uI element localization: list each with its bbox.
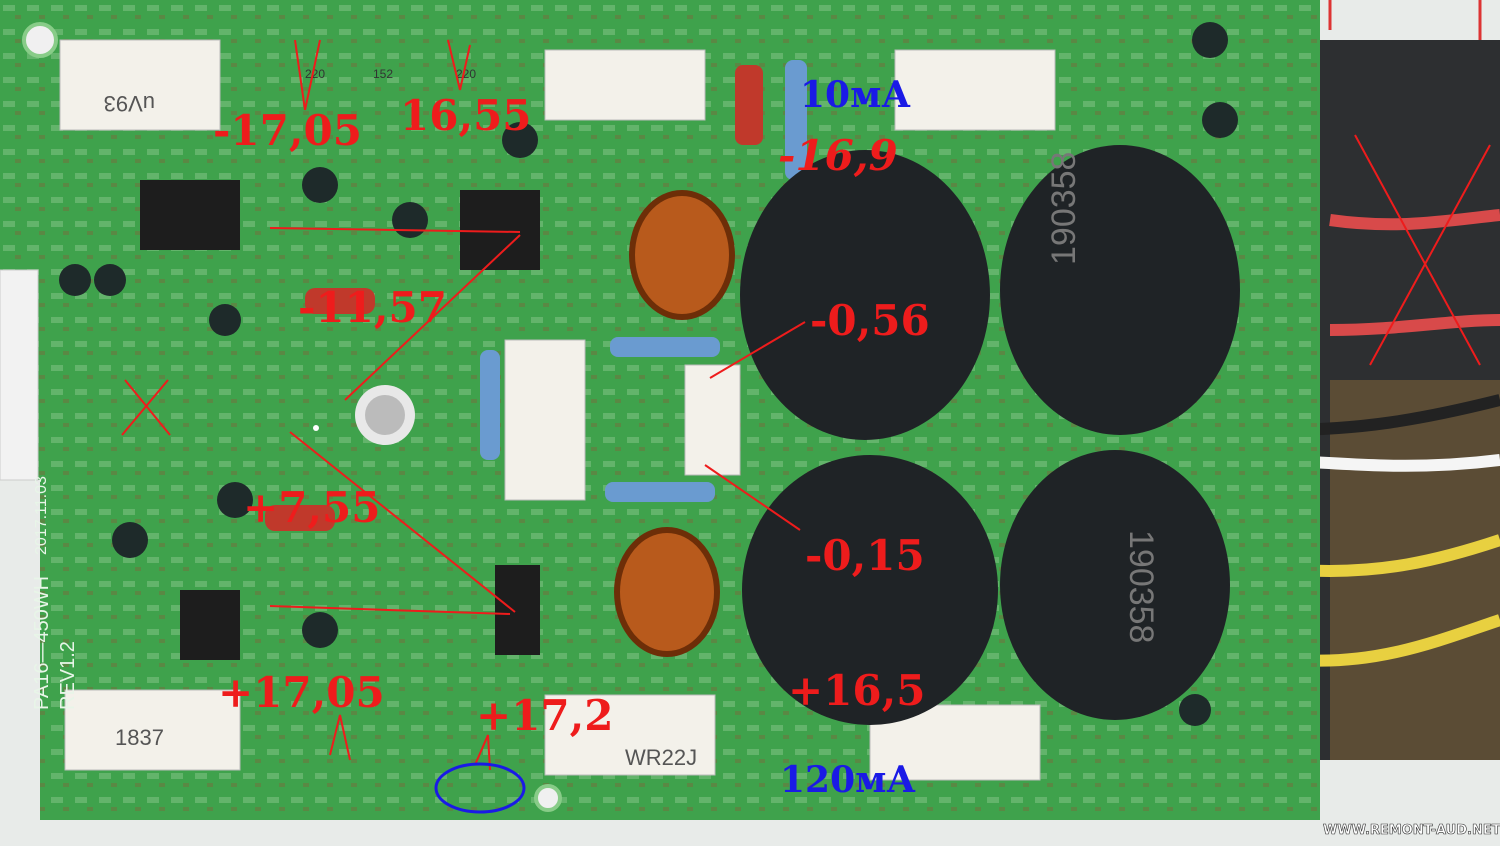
voltage-label: +17,2: [476, 691, 613, 740]
resistor-marking: WR22J: [625, 745, 697, 770]
filter-capacitors: 190358 190358: [740, 145, 1240, 725]
capacitor-marking: 190358: [1045, 152, 1083, 265]
highlight-ellipse: [434, 762, 526, 814]
transistor: [180, 590, 240, 660]
transistor: [140, 180, 240, 250]
voltage-label: -0,15: [805, 531, 925, 580]
film-resistors: [480, 60, 807, 502]
silkscreen-model: PA16—450WH: [31, 576, 53, 710]
film-capacitor: [735, 65, 763, 145]
current-label: 120мА: [780, 759, 916, 801]
capacitor-marking: 190358: [1122, 530, 1160, 643]
inductors: [614, 190, 735, 657]
film-capacitor: [265, 505, 335, 531]
voltage-label: 16,55: [400, 91, 532, 140]
voltage-label: +7,55: [243, 483, 380, 532]
voltage-label: -0,56: [810, 296, 930, 345]
annotation-lines: [121, 39, 1491, 771]
voltage-label: -11,57: [298, 283, 447, 332]
resistor-marking: uV93: [104, 91, 155, 116]
voltage-label: +17,05: [218, 668, 385, 717]
voltage-label: -16,9: [778, 131, 898, 180]
silkscreen-revision: REV1.2: [57, 641, 79, 710]
watermark: WWW.REMONT-AUD.NET: [1323, 823, 1500, 838]
silkscreen-date: 2017.11.03: [33, 476, 50, 555]
voltage-label: +16,5: [788, 666, 925, 715]
film-capacitor: [305, 288, 375, 314]
resistor-marking: 1837: [115, 725, 164, 750]
transistor: [460, 190, 540, 270]
mounting-hole: [22, 22, 58, 58]
current-label: 10мА: [800, 74, 911, 116]
voltage-label: -17,05: [213, 106, 362, 155]
power-wires-red: [1329, 209, 1500, 336]
probe-point: [313, 425, 319, 431]
smd-marking: 220: [456, 67, 476, 81]
transistor: [495, 565, 540, 655]
smd-marking: 152: [373, 67, 393, 81]
power-wires-yellow: [1299, 534, 1500, 667]
red-wire: [1328, 0, 1482, 40]
connector: [0, 269, 39, 481]
small-capacitors: [59, 22, 1238, 726]
smd-marking: 220: [305, 67, 325, 81]
mounting-hole: [534, 784, 562, 812]
